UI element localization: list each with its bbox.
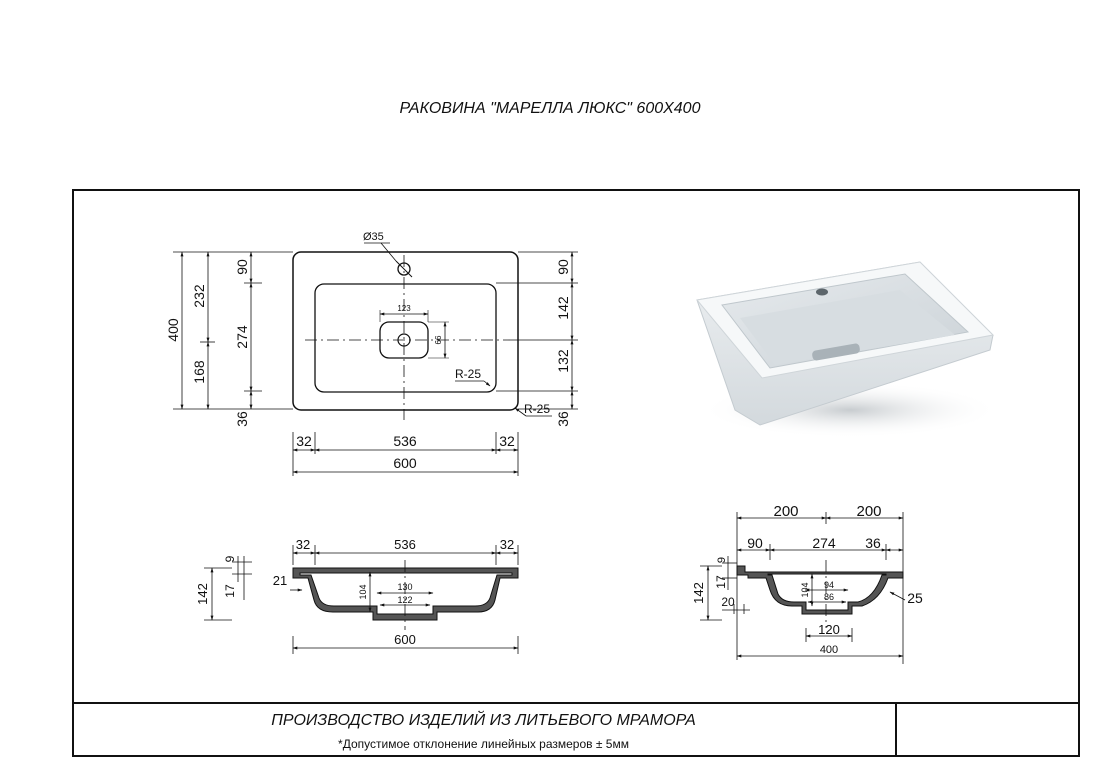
front-dim-32-a: 32: [296, 537, 310, 552]
side-dim-90: 90: [747, 535, 763, 551]
dim-32-a: 32: [296, 433, 312, 449]
side-dim-104: 104: [800, 582, 810, 597]
dim-90-right: 90: [555, 259, 571, 275]
front-dim-104: 104: [358, 584, 368, 599]
dim-32-b: 32: [499, 433, 515, 449]
side-dim-9: 9: [716, 557, 728, 563]
dim-132-right: 132: [555, 349, 571, 373]
drain-width-label: 123: [397, 304, 411, 313]
side-dim-200-a: 200: [773, 503, 798, 520]
top-right-dims: [496, 251, 578, 410]
front-section: [204, 545, 519, 654]
front-dim-600: 600: [394, 632, 416, 647]
dim-232: 232: [191, 284, 207, 308]
side-dim-142: 142: [691, 582, 706, 604]
drain-height-label: 66: [434, 335, 443, 344]
side-dim-94: 94: [824, 580, 834, 590]
dim-168: 168: [191, 360, 207, 384]
top-bottom-dims: [292, 432, 519, 476]
inner-radius-label: R-25: [455, 367, 481, 381]
top-view: [292, 242, 552, 420]
side-dim-25: 25: [907, 590, 923, 606]
title-block-divider: [895, 702, 897, 757]
front-dim-122: 122: [397, 595, 412, 605]
side-section: [700, 512, 906, 664]
side-dim-86: 86: [824, 592, 834, 602]
title-block: [72, 702, 1080, 757]
dim-400: 400: [165, 318, 181, 342]
side-dim-200-b: 200: [856, 503, 881, 520]
front-dim-21: 21: [273, 573, 287, 588]
front-dim-17: 17: [223, 584, 237, 598]
page-title: РАКОВИНА "МАРЕЛЛА ЛЮКС" 600Х400: [399, 100, 701, 117]
side-dim-17: 17: [714, 575, 728, 589]
dim-536-a: 536: [393, 433, 417, 449]
dim-36-right: 36: [555, 411, 571, 427]
side-dim-274: 274: [812, 535, 836, 551]
side-dim-20: 20: [721, 595, 735, 609]
front-dim-130: 130: [397, 582, 412, 592]
tolerance-line: *Допустимое отклонение линейных размеров…: [338, 737, 629, 751]
dim-142-right: 142: [555, 296, 571, 320]
top-left-dims: [173, 251, 293, 410]
drawing-frame: [72, 189, 1080, 757]
front-dim-142: 142: [195, 583, 210, 605]
side-dim-400: 400: [820, 644, 838, 656]
dim-36-left: 36: [234, 411, 250, 427]
front-dim-32-b: 32: [500, 537, 514, 552]
dim-90-left: 90: [234, 259, 250, 275]
front-dim-536: 536: [394, 537, 416, 552]
basin-outline: [292, 251, 519, 411]
tap-hole-label: Ø35: [363, 231, 384, 243]
front-dim-9: 9: [223, 555, 237, 562]
company-line: ПРОИЗВОДСТВО ИЗДЕЛИЙ ИЗ ЛИТЬЕВОГО МРАМОР…: [271, 712, 696, 729]
bowl-outline: [314, 283, 497, 393]
dim-600-a: 600: [393, 455, 417, 471]
side-dim-36: 36: [865, 535, 881, 551]
dim-274-left: 274: [234, 325, 250, 349]
basin-render: [696, 261, 1000, 438]
side-dim-120: 120: [818, 622, 840, 637]
